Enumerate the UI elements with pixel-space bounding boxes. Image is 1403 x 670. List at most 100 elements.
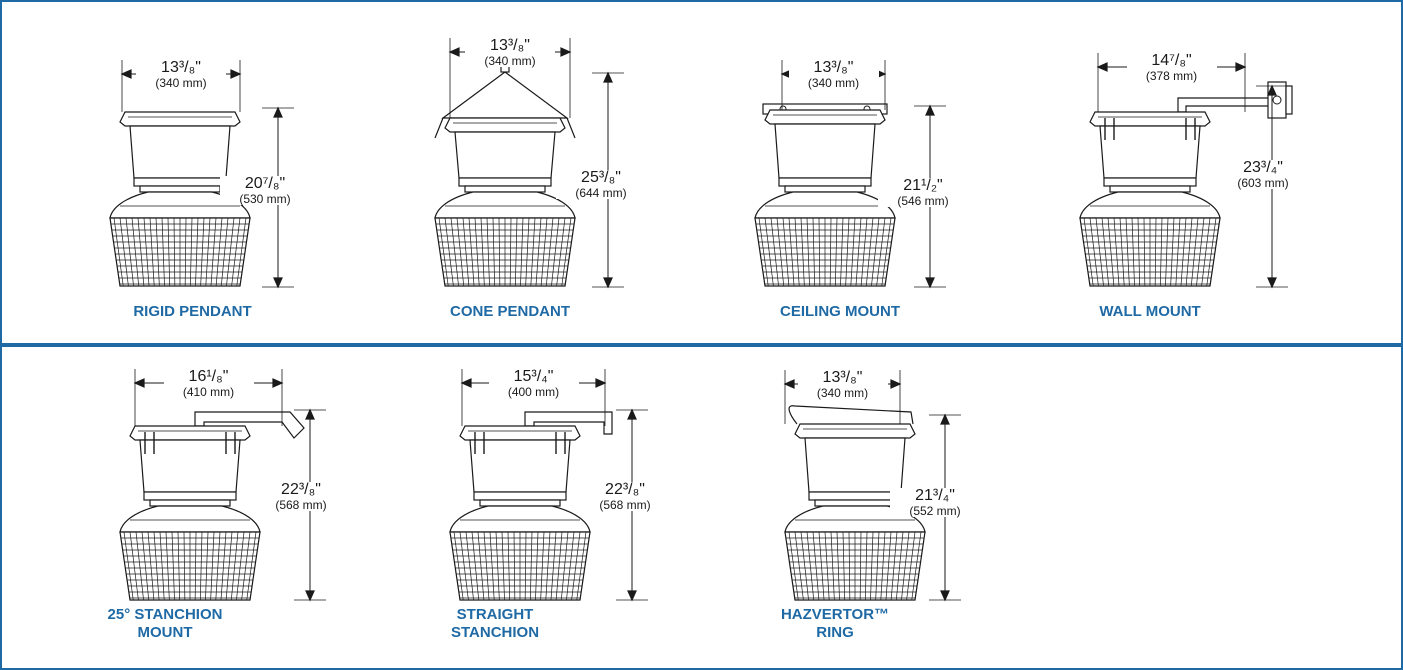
height-arrow-head-top xyxy=(925,104,935,116)
guard-grid-line xyxy=(498,217,501,287)
height-arrow-head-top xyxy=(273,106,283,118)
guard-grid-line xyxy=(1125,217,1130,287)
guard-grid-line xyxy=(535,531,539,601)
height-mm: (552 mm) xyxy=(909,504,961,518)
height-arrow-head-bottom xyxy=(1267,277,1277,289)
housing-lid xyxy=(794,423,916,439)
guard-grid-line xyxy=(881,217,892,287)
height-mm: (568 mm) xyxy=(275,498,327,512)
guard-grid-line xyxy=(890,531,898,601)
width-arrow-head-left xyxy=(448,47,460,57)
guard-grid-line xyxy=(477,531,485,601)
guard-grid-line xyxy=(200,217,205,287)
width-fraction: 13³/₈" xyxy=(161,59,201,76)
guard-grid-line xyxy=(119,217,129,287)
height-fraction: 23³/₄" xyxy=(1243,159,1283,176)
guard-grid-line xyxy=(1206,217,1217,287)
guard-grid-line xyxy=(566,531,575,601)
guard-grid-line xyxy=(1159,217,1163,287)
guard-grid-line xyxy=(513,531,516,601)
guard-grid-line xyxy=(859,531,862,601)
guard-grid-line xyxy=(495,531,500,601)
guard-grid-line xyxy=(794,217,800,287)
height-arrow-head-top xyxy=(305,408,315,420)
guard-grid-line xyxy=(561,217,572,287)
height-mm: (568 mm) xyxy=(599,498,651,512)
width-dimension: 13³/₈" (340 mm) xyxy=(797,370,888,400)
row-divider xyxy=(0,343,1403,347)
width-dimension: 13³/₈" (340 mm) xyxy=(136,60,226,89)
width-dimension: 15³/₄" (400 mm) xyxy=(488,369,579,398)
guard-grid-line xyxy=(1196,217,1205,287)
height-fraction: 21¹/₂" xyxy=(903,177,943,194)
height-dimension: 21³/₄" (552 mm) xyxy=(890,488,980,517)
guard-grid-line xyxy=(560,531,569,601)
guard-grid-line xyxy=(171,531,175,601)
guard-grid-line xyxy=(875,531,880,601)
housing-body xyxy=(804,437,906,493)
height-arrow-head-bottom xyxy=(627,590,637,602)
neck-ring xyxy=(1109,185,1191,193)
guard-grid-line xyxy=(153,531,160,601)
guard-grid-line xyxy=(236,217,247,287)
guard-grid-line xyxy=(450,217,459,287)
guard-grid-line xyxy=(159,531,165,601)
width-mm: (340 mm) xyxy=(155,76,207,90)
width-mm: (340 mm) xyxy=(816,386,869,400)
guard-grid-line xyxy=(788,217,795,287)
guard-grid-line xyxy=(453,531,464,601)
height-fraction: 20⁷/₈" xyxy=(244,175,286,192)
height-dimension: 22³/₈" (568 mm) xyxy=(580,482,670,511)
guard-grid-line xyxy=(215,531,221,601)
guard-grid-line xyxy=(524,531,527,601)
guard-grid xyxy=(435,217,575,287)
guard-grid-line xyxy=(167,217,171,287)
guard-grid-line xyxy=(550,531,557,601)
guard-grid-line xyxy=(818,217,821,287)
fixture-label: STRAIGHT STANCHION xyxy=(415,606,575,642)
fixture-drawing xyxy=(754,60,946,289)
guard-grid-line xyxy=(184,217,187,287)
guard-grid-line xyxy=(525,217,530,287)
guard-grid-line xyxy=(444,217,454,287)
guard-grid-line xyxy=(492,217,496,287)
guard-grid-line xyxy=(545,217,554,287)
guard-grid-line xyxy=(1089,217,1099,287)
width-dimension: 14⁷/₈" (378 mm) xyxy=(1126,53,1217,83)
guard-grid-line xyxy=(456,217,465,287)
reflector-dome xyxy=(449,505,591,533)
width-arrow-head-right xyxy=(272,378,284,388)
housing-lid xyxy=(129,425,251,441)
housing-body xyxy=(469,439,571,493)
guard-grid-line xyxy=(135,531,144,601)
guard-grid-line xyxy=(901,531,910,601)
guard-grid-line xyxy=(824,531,830,601)
guard-grid-line xyxy=(788,531,799,601)
height-dimension: 21¹/₂" (546 mm) xyxy=(878,178,968,207)
guard-grid-line xyxy=(782,217,790,287)
guard-grid-line xyxy=(1143,217,1146,287)
guard-grid-line xyxy=(876,217,886,287)
guard-grid-line xyxy=(770,217,779,287)
housing-lid xyxy=(1089,111,1211,127)
fixture-label: CEILING MOUNT xyxy=(760,303,920,321)
wall-arm xyxy=(1177,97,1276,113)
housing-lid xyxy=(764,109,886,125)
guard-grid-line xyxy=(1180,217,1187,287)
guard-grid-line xyxy=(155,217,160,287)
guard-grid-line xyxy=(555,531,563,601)
guard-grid-line xyxy=(480,217,485,287)
neck-ring xyxy=(814,499,896,507)
width-arrow-head-left xyxy=(120,69,132,79)
guard-grid-line xyxy=(895,531,904,601)
fixture-label-line: RING xyxy=(816,624,854,641)
guard-grid-line xyxy=(210,217,217,287)
guard-grid-line xyxy=(226,217,235,287)
width-mm: (378 mm) xyxy=(1145,69,1198,83)
guard-grid-line xyxy=(465,531,474,601)
height-dimension: 25³/₈" (644 mm) xyxy=(556,170,646,199)
width-fraction: 13³/₈" xyxy=(490,37,530,54)
fixture-label-line: RIGID PENDANT xyxy=(133,303,252,320)
guard-grid-line xyxy=(906,531,916,601)
